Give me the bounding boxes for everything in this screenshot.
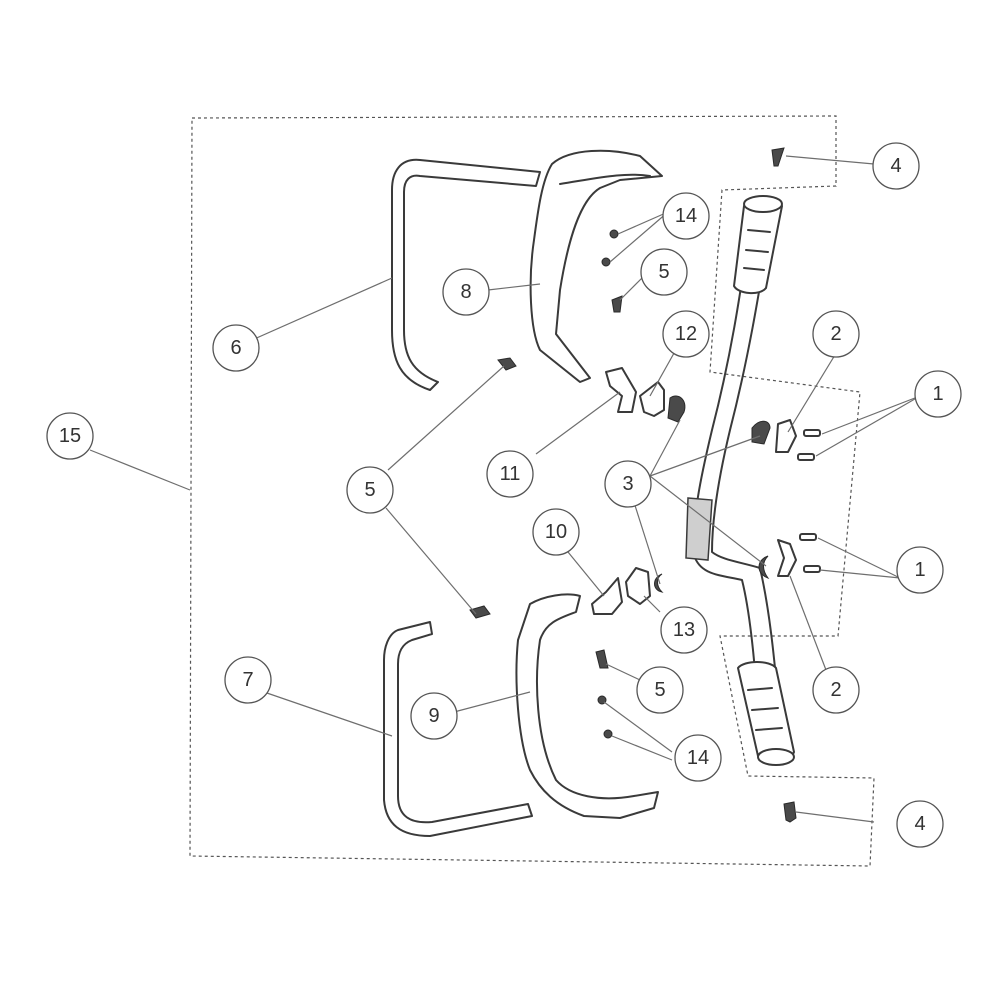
callout-5-middle: 5 <box>346 466 394 514</box>
bolt-1-d <box>803 565 821 573</box>
insert-lower-b <box>758 555 770 579</box>
bolt-1-b <box>797 453 815 461</box>
handguard-bar-lower <box>383 621 533 837</box>
screw-5-c <box>469 605 491 619</box>
callout-15: 15 <box>46 412 94 460</box>
callout-label: 14 <box>687 747 709 769</box>
callout-label: 12 <box>675 323 697 345</box>
callout-12: 12 <box>662 310 710 358</box>
bar-clamp-lower <box>777 539 797 577</box>
callout-label: 7 <box>242 669 253 691</box>
handguard-shield-upper <box>529 149 663 383</box>
callout-label: 3 <box>622 473 633 495</box>
bracket-lower <box>591 577 623 615</box>
handguard-shield-lower <box>515 593 659 819</box>
callout-6: 6 <box>212 324 260 372</box>
callout-4-lower: 4 <box>896 800 944 848</box>
callout-label: 2 <box>830 679 841 701</box>
callout-14-upper: 14 <box>662 192 710 240</box>
callout-3: 3 <box>604 460 652 508</box>
callout-11: 11 <box>486 450 534 498</box>
insert-upper-b <box>751 420 771 445</box>
callout-10: 10 <box>532 508 580 556</box>
screw-4-upper <box>771 147 785 167</box>
callout-label: 4 <box>890 155 901 177</box>
screw-14-b <box>601 257 611 267</box>
callout-1-lower: 1 <box>896 546 944 594</box>
callout-9: 9 <box>410 692 458 740</box>
screw-4-lower <box>783 801 797 823</box>
callout-label: 5 <box>658 261 669 283</box>
grip-upper <box>733 195 783 294</box>
grip-lower <box>737 661 795 766</box>
bolt-1-a <box>803 429 821 437</box>
callout-8: 8 <box>442 268 490 316</box>
callout-label: 13 <box>673 619 695 641</box>
callout-2-lower: 2 <box>812 666 860 714</box>
callout-4-upper: 4 <box>872 142 920 190</box>
callout-label: 4 <box>914 813 925 835</box>
insert-upper-a <box>667 395 686 423</box>
callout-label: 6 <box>230 337 241 359</box>
callout-1-upper: 1 <box>914 370 962 418</box>
handlebar <box>685 209 785 761</box>
callout-label: 1 <box>932 383 943 405</box>
clamp-upper <box>639 381 665 417</box>
callout-2-upper: 2 <box>812 310 860 358</box>
screw-14-a <box>609 229 619 239</box>
screw-5-a <box>611 295 623 313</box>
callout-label: 5 <box>364 479 375 501</box>
bolt-1-c <box>799 533 817 541</box>
callout-label: 10 <box>545 521 567 543</box>
handguard-bar-upper <box>391 158 541 391</box>
callout-label: 14 <box>675 205 697 227</box>
callout-label: 1 <box>914 559 925 581</box>
callout-label: 9 <box>428 705 439 727</box>
callout-label: 15 <box>59 425 81 447</box>
callout-label: 5 <box>654 679 665 701</box>
clamp-lower <box>625 567 651 605</box>
callout-13: 13 <box>660 606 708 654</box>
callout-7: 7 <box>224 656 272 704</box>
callout-label: 8 <box>460 281 471 303</box>
callout-5-lower: 5 <box>636 666 684 714</box>
callout-label: 2 <box>830 323 841 345</box>
callout-label: 11 <box>500 463 521 485</box>
kit-boundary <box>189 115 875 867</box>
callout-5-top: 5 <box>640 248 688 296</box>
bracket-upper <box>605 367 637 413</box>
leader-lines <box>89 155 921 823</box>
screw-14-d <box>603 729 613 739</box>
callout-14-lower: 14 <box>674 734 722 782</box>
screw-5-d <box>595 649 609 669</box>
